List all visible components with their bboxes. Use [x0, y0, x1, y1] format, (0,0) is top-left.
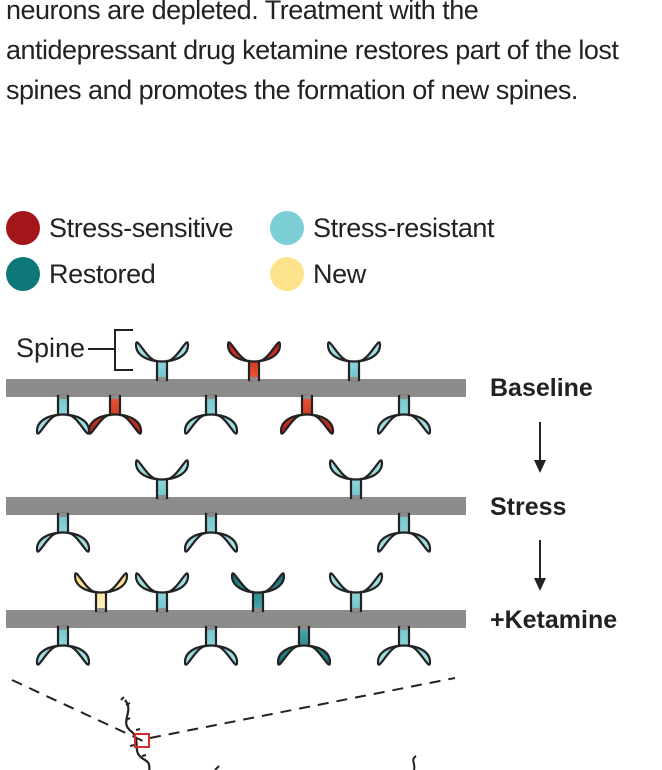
spine-baseline-top-stress-resistant-3-joint: [350, 377, 358, 381]
spine-baseline-top-stress-resistant-1: [134, 341, 190, 382]
spine-bracket: [88, 329, 133, 371]
spine-baseline-bottom-stress-sensitive-4-joint: [303, 395, 311, 399]
spine-label: Spine: [16, 333, 85, 363]
inset-highlight-box: [134, 733, 150, 748]
stress-sensitive-swatch: [6, 211, 40, 245]
caption-line-4: spines and promotes the formation of new…: [6, 75, 578, 105]
spine-stress-top-stress-resistant-2-joint: [352, 495, 360, 499]
spine-stress-bottom-stress-resistant-3-joint: [400, 513, 408, 517]
caption: neurons are depleted. Treatment with the…: [6, 0, 656, 110]
spine-baseline-top-stress-resistant-3: [326, 341, 382, 382]
spine-ketamine-top-restored-3-joint: [254, 608, 262, 612]
spine-baseline-bottom-stress-resistant-5: [376, 394, 432, 435]
spine-ketamine-bottom-stress-resistant-1-joint: [59, 626, 67, 630]
dendrite-shaft-ketamine: [6, 610, 466, 628]
legend-label-restored: Restored: [49, 258, 156, 289]
spine-ketamine-top-stress-resistant-2-joint: [158, 608, 166, 612]
inset-dashed-line-left: [11, 679, 144, 742]
spine-ketamine-top-stress-resistant-4: [328, 572, 384, 613]
spine-ketamine-bottom-stress-resistant-4-joint: [400, 626, 408, 630]
spine-ketamine-top-stress-resistant-4-joint: [352, 608, 360, 612]
spine-baseline-bottom-stress-sensitive-4: [279, 394, 335, 435]
spine-stress-bottom-stress-resistant-3: [376, 512, 432, 553]
spine-stress-bottom-stress-resistant-1-joint: [59, 513, 67, 517]
neuron-fragment-spines: [120, 696, 147, 757]
caption-line-2: neurons are depleted. Treatment with the: [6, 0, 479, 25]
spine-ketamine-top-stress-resistant-2: [134, 572, 190, 613]
neuron-fragment-edges: [214, 755, 417, 770]
spine-ketamine-bottom-stress-resistant-2: [183, 625, 239, 666]
spine-baseline-bottom-stress-sensitive-2: [87, 394, 143, 435]
dendrite-shaft-baseline: [6, 379, 466, 397]
spine-baseline-top-stress-resistant-1-joint: [158, 377, 166, 381]
dendrite-shafts: [6, 379, 466, 628]
legend-label-stress-resistant: Stress-resistant: [313, 212, 495, 243]
spine-baseline-top-stress-sensitive-2: [226, 341, 282, 382]
spine-stress-bottom-stress-resistant-2-joint: [207, 513, 215, 517]
spines: [35, 341, 432, 666]
spine-stress-top-stress-resistant-1-joint: [158, 495, 166, 499]
spine-stress-top-stress-resistant-2: [328, 459, 384, 500]
spine-baseline-top-stress-sensitive-2-joint: [250, 377, 258, 381]
inset-dashed-line-right: [149, 677, 456, 739]
spine-stress-top-stress-resistant-1: [134, 459, 190, 500]
spine-baseline-bottom-stress-resistant-3-joint: [207, 395, 215, 399]
legend-stress-resistant: Stress-resistant: [270, 211, 495, 245]
restored-swatch: [6, 257, 40, 291]
legend-new: New: [270, 257, 366, 291]
legend-stress-sensitive: Stress-sensitive: [6, 211, 234, 245]
spine-baseline-bottom-stress-resistant-3: [183, 394, 239, 435]
spine-ketamine-bottom-stress-resistant-2-joint: [207, 626, 215, 630]
arrow-baseline-to-stress: [534, 422, 546, 473]
spine-ketamine-top-restored-3: [230, 572, 286, 613]
spine-ketamine-bottom-stress-resistant-1: [35, 625, 91, 666]
spine-ketamine-top-new-1-joint: [97, 608, 105, 612]
spine-ketamine-bottom-stress-resistant-4: [376, 625, 432, 666]
spine-ketamine-bottom-restored-3: [276, 625, 332, 666]
stage-label-stress: Stress: [490, 493, 566, 521]
spine-stress-bottom-stress-resistant-2: [183, 512, 239, 553]
spine-baseline-bottom-stress-resistant-1: [35, 394, 91, 435]
new-swatch: [270, 257, 304, 291]
dendrite-shaft-stress: [6, 497, 466, 515]
stage-label-ketamine: +Ketamine: [490, 606, 617, 634]
legend-label-new: New: [313, 258, 366, 289]
spine-ketamine-top-new-1: [73, 572, 129, 613]
spine-baseline-bottom-stress-sensitive-2-joint: [111, 395, 119, 399]
spine-baseline-bottom-stress-resistant-5-joint: [400, 395, 408, 399]
legend-restored: Restored: [6, 257, 156, 291]
stress-resistant-swatch: [270, 211, 304, 245]
arrow-stress-to-ketamine: [534, 540, 546, 591]
spine-ketamine-bottom-restored-3-joint: [300, 626, 308, 630]
stage-label-baseline: Baseline: [490, 374, 593, 402]
spine-stress-bottom-stress-resistant-1: [35, 512, 91, 553]
spine-baseline-bottom-stress-resistant-1-joint: [59, 395, 67, 399]
legend-label-stress-sensitive: Stress-sensitive: [49, 212, 234, 243]
caption-line-3: antidepressant drug ketamine restores pa…: [6, 35, 619, 65]
